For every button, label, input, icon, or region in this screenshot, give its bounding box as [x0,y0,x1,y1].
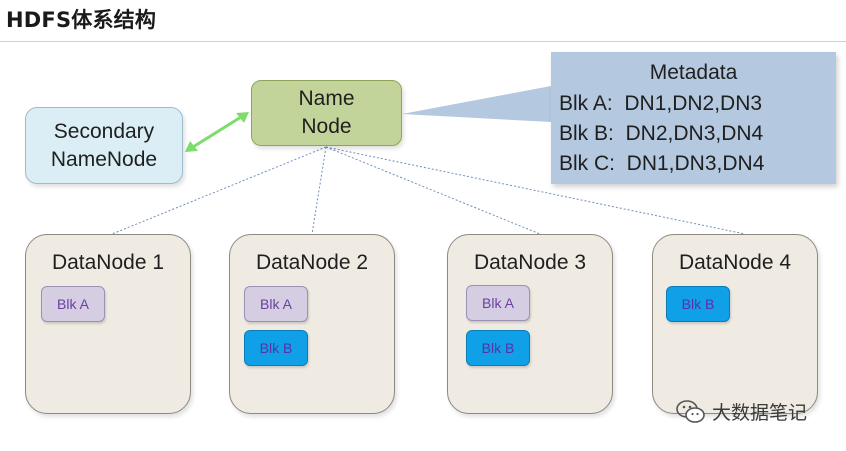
link-namenode-datanode-3 [325,146,541,235]
wechat-logo-icon [676,399,705,423]
metadata-row-blk-b: Blk B: DN2,DN3,DN4 [559,122,764,145]
metadata-callout-pointer [402,86,551,122]
metadata-row-blk-a: Blk A: DN1,DN2,DN3 [559,92,763,115]
datanode-1: DataNode 1 Blk A [25,234,191,414]
sync-arrowhead-left [185,141,198,152]
namenode-box: Name Node [251,80,402,146]
datanode-4: DataNode 4 Blk B [652,234,818,414]
secondary-namenode-label-line1: Secondary [53,119,155,143]
secondary-namenode-label-line2: NameNode [50,147,158,171]
datanode-3-label: DataNode 3 [473,251,587,274]
secondary-namenode-box: Secondary NameNode [25,107,183,184]
metadata-row-blk-c: Blk C: DN1,DN3,DN4 [559,152,765,175]
link-namenode-datanode-2 [311,146,327,235]
metadata-title: Metadata [649,61,738,84]
datanode-4-label: DataNode 4 [678,251,792,274]
datanode-2-block-b: Blk B [244,330,308,366]
title-divider [0,41,846,42]
watermark: 大数据笔记 [676,398,807,425]
sync-arrowhead-right [236,112,249,123]
link-namenode-datanode-4 [325,146,746,235]
datanode-2: DataNode 2 Blk A Blk B [229,234,395,414]
namenode-label-line2: Node [301,115,352,138]
datanode-2-block-a: Blk A [244,286,308,322]
datanode-3-block-b: Blk B [466,330,530,366]
link-namenode-datanode-1 [111,146,327,235]
namenode-label-line1: Name [298,87,355,110]
datanode-1-label: DataNode 1 [51,251,165,274]
sync-arrow-line [192,115,242,149]
datanode-1-block-a: Blk A [41,286,105,322]
datanode-2-label: DataNode 2 [255,251,369,274]
watermark-text: 大数据笔记 [712,402,808,424]
datanode-4-block-b: Blk B [666,286,730,322]
page-title: HDFS体系结构 [6,8,157,32]
metadata-callout: Metadata Blk A: DN1,DN2,DN3 Blk B: DN2,D… [551,52,836,184]
datanode-3-block-a: Blk A [466,285,530,321]
datanode-3: DataNode 3 Blk A Blk B [447,234,613,414]
